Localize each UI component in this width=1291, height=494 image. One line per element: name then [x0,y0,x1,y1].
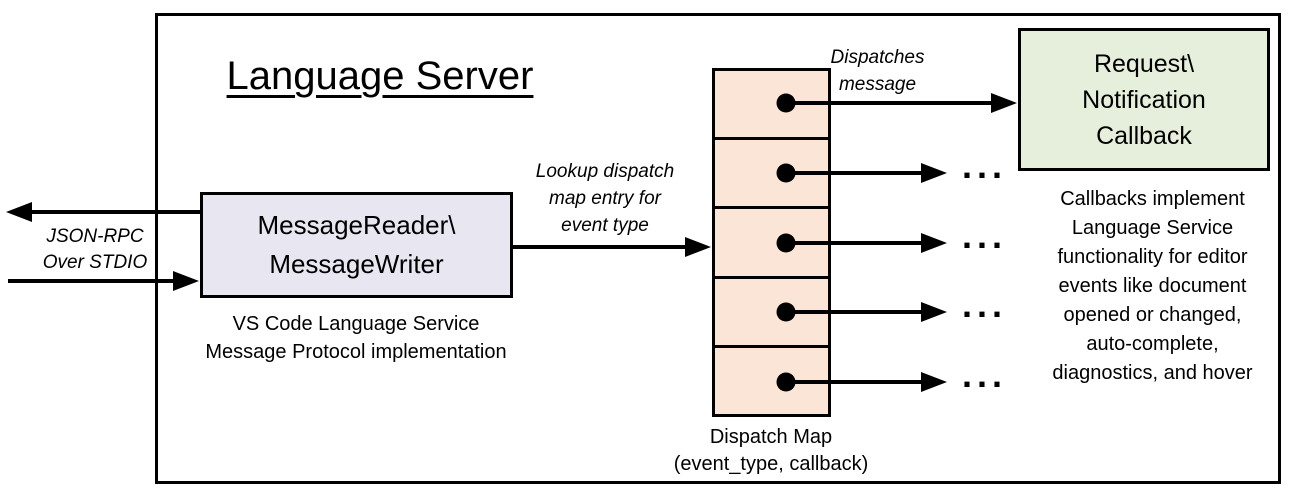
dispatch-arrowhead-icon [991,93,1017,113]
reader-caption-line1: VS Code Language Service [232,313,480,335]
map-caption-line1: Dispatch Map [709,426,833,448]
request-notification-callback-box: Request\ Notification Callback [1018,28,1270,171]
dispatches-label-line2: message [838,74,917,95]
callbacks-note: Callbacks implement Language Service fun… [1025,185,1280,388]
diagram-title: Language Server [226,54,534,98]
ellipsis-label: ... [962,284,1007,325]
dispatch-map-caption: Dispatch Map (event_type, callback) [651,424,891,478]
callbacks-note-line: opened or changed, [1063,304,1242,326]
ellipsis-label: ... [962,145,1007,186]
dispatch-arrowhead-icon [921,233,947,253]
callbacks-note-line: Callbacks implement [1060,188,1245,210]
callbacks-note-line: functionality for editor [1057,246,1248,268]
lookup-label-line1: Lookup dispatch [535,161,675,182]
callbacks-note-line: auto-complete, [1086,333,1219,355]
dispatch-arrowhead-icon [921,302,947,322]
callbacks-note-line: Language Service [1071,217,1234,239]
dispatches-message-label: Dispatches message [790,44,965,98]
message-writer-label: MessageWriter [269,249,444,279]
message-reader-writer-box: MessageReader\ MessageWriter [200,192,513,298]
stdio-in-arrowhead-icon [173,271,199,291]
stdio-out-arrowhead-icon [6,202,32,222]
dispatch-map-cell [715,344,828,415]
dispatches-label-line1: Dispatches [830,47,925,68]
message-reader-label: MessageReader\ [257,210,456,240]
callback-box-line2: Notification [1082,85,1206,114]
dispatch-arrowhead-icon [921,163,947,183]
map-caption-line2: (event_type, callback) [673,453,869,475]
lookup-label-line3: event type [561,215,649,236]
callbacks-note-line: events like document [1058,275,1247,297]
lookup-label-line2: map entry for [549,188,661,209]
jsonrpc-stdio-label: JSON-RPC Over STDIO [20,224,170,276]
reader-caption: VS Code Language Service Message Protoco… [191,310,521,366]
ellipsis-label: ... [962,354,1007,395]
dispatch-map [712,68,831,417]
reader-caption-line2: Message Protocol implementation [205,341,507,363]
lookup-dispatch-label: Lookup dispatch map entry for event type [515,158,695,239]
dispatch-arrowhead-icon [921,372,947,392]
jsonrpc-label-line1: JSON-RPC [46,226,144,247]
lookup-arrowhead-icon [685,237,711,257]
jsonrpc-label-line2: Over STDIO [42,252,148,273]
ellipsis-label: ... [962,215,1007,256]
callback-box-line1: Request\ [1093,49,1195,78]
callback-box-line3: Callback [1096,121,1192,150]
callbacks-note-line: diagnostics, and hover [1052,362,1253,384]
